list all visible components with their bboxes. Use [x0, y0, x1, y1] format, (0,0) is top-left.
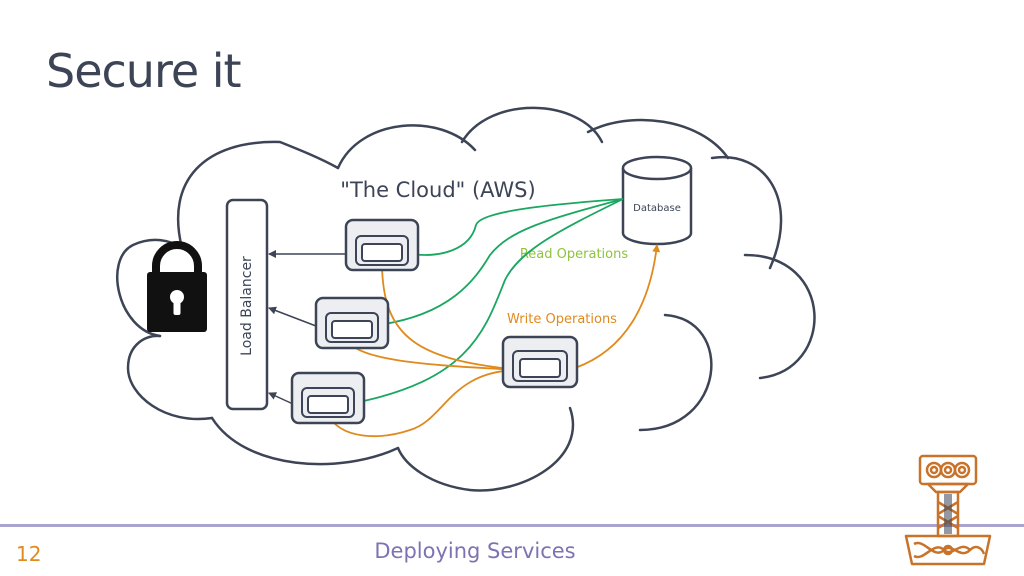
write-operations-label: Write Operations — [507, 312, 617, 327]
write-line-server-3 — [326, 366, 521, 438]
server-icon-2 — [314, 296, 390, 350]
write-line-server-1 — [381, 261, 521, 374]
load-balancer-label: Load Balancer — [239, 256, 255, 356]
read-line-server-1 — [409, 198, 624, 259]
lb-arrow-server-2 — [268, 306, 317, 327]
load-balancer-box — [225, 198, 269, 411]
cloud-label: "The Cloud" (AWS) — [340, 178, 535, 202]
slide-title: Secure it — [46, 44, 242, 98]
write-line-database — [574, 244, 661, 369]
server-icon-3 — [290, 371, 366, 425]
slide-number: 12 — [16, 542, 42, 566]
server-icon-1 — [344, 218, 420, 272]
read-line-server-2 — [377, 198, 624, 328]
footer-title: Deploying Services — [374, 539, 576, 563]
cloud-shape — [116, 106, 816, 492]
database-label: Database — [633, 203, 681, 214]
thors-hammer-logo — [904, 454, 992, 566]
lb-arrow-server-3 — [268, 392, 294, 405]
padlock-icon — [147, 241, 207, 332]
footer-divider — [0, 524, 1024, 527]
database-icon — [621, 155, 693, 246]
worker-server-icon — [501, 335, 579, 389]
read-line-server-3 — [353, 198, 624, 406]
read-operations-label: Read Operations — [520, 247, 628, 262]
